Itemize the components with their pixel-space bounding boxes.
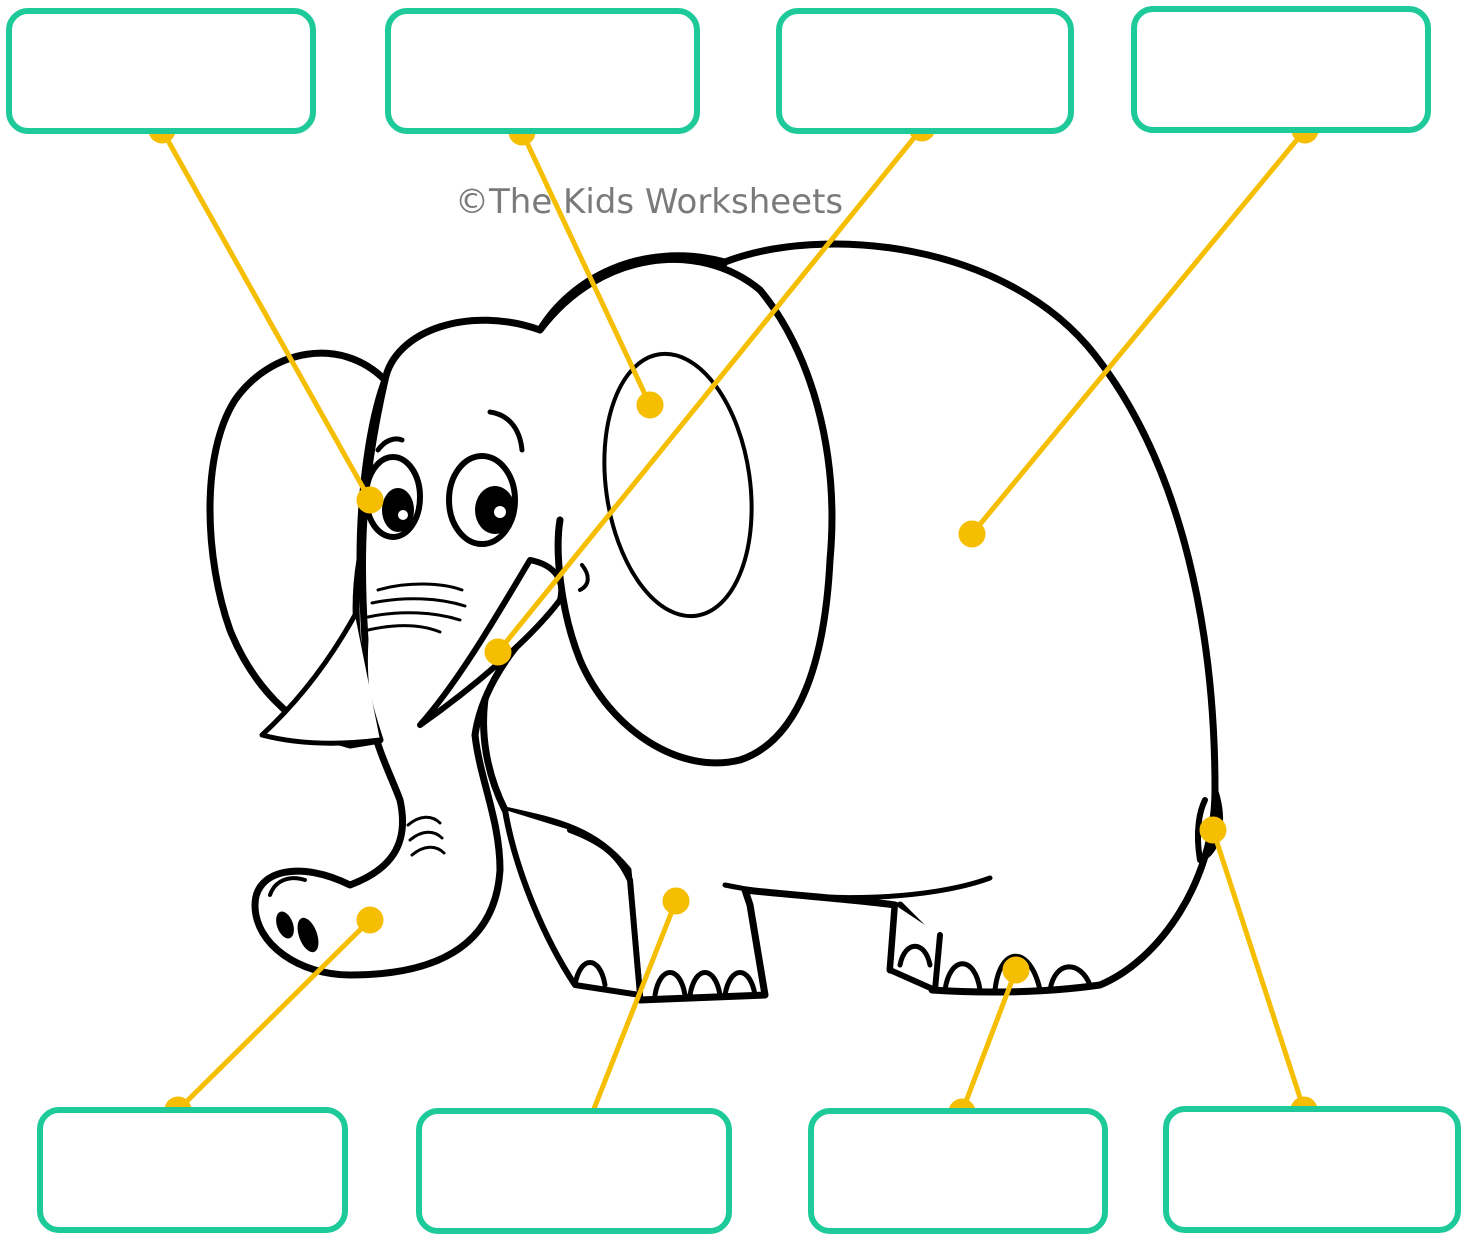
leader-line-trunk xyxy=(176,918,372,1112)
label-box-top-2[interactable] xyxy=(385,8,700,134)
right-ear xyxy=(536,255,836,767)
leader-dot-trunk xyxy=(356,906,384,934)
label-box-bottom-4[interactable] xyxy=(1163,1106,1461,1233)
watermark: ©The Kids Worksheets xyxy=(455,182,844,222)
leader-dot-ear xyxy=(636,391,664,419)
right-eyebrow xyxy=(487,409,525,453)
leader-line-body xyxy=(970,128,1307,536)
left-eye-shine xyxy=(398,510,408,520)
trunk-wrinkles-lower xyxy=(406,815,446,857)
leader-dot-toenail xyxy=(1002,956,1030,984)
left-eyebrow xyxy=(375,436,405,453)
leader-line-ear xyxy=(519,130,653,407)
leader-dot-body xyxy=(958,520,986,548)
tail xyxy=(1194,787,1223,863)
leader-line-leg xyxy=(585,900,679,1125)
trunk-tip-outline xyxy=(268,876,307,897)
label-box-top-4[interactable] xyxy=(1131,6,1431,133)
leader-dot-leg xyxy=(662,887,690,915)
label-box-bottom-1[interactable] xyxy=(37,1107,348,1233)
leader-line-toenail xyxy=(959,969,1019,1113)
leader-dot-tail xyxy=(1199,816,1227,844)
leader-dot-tusk xyxy=(484,638,512,666)
label-box-top-1[interactable] xyxy=(6,8,316,134)
right-eye-shine xyxy=(494,506,506,518)
toenails xyxy=(572,943,1093,998)
belly-line xyxy=(722,875,993,901)
ear-inner-outline xyxy=(602,351,754,619)
label-box-bottom-3[interactable] xyxy=(808,1108,1108,1234)
label-box-top-3[interactable] xyxy=(776,8,1074,134)
nostril-left xyxy=(276,911,294,939)
left-ear-tip xyxy=(259,612,383,746)
leader-dot-eye xyxy=(356,486,384,514)
leader-line-tail xyxy=(1210,829,1307,1111)
elephant-drawing xyxy=(206,240,1223,1004)
nostril-right xyxy=(297,917,319,953)
leader-line-eye xyxy=(159,128,373,502)
trunk-wrinkles-upper xyxy=(366,582,467,634)
leader-line-tusk xyxy=(496,126,924,654)
mouth xyxy=(578,563,590,592)
left-pupil xyxy=(382,488,414,532)
label-box-bottom-2[interactable] xyxy=(416,1108,732,1234)
